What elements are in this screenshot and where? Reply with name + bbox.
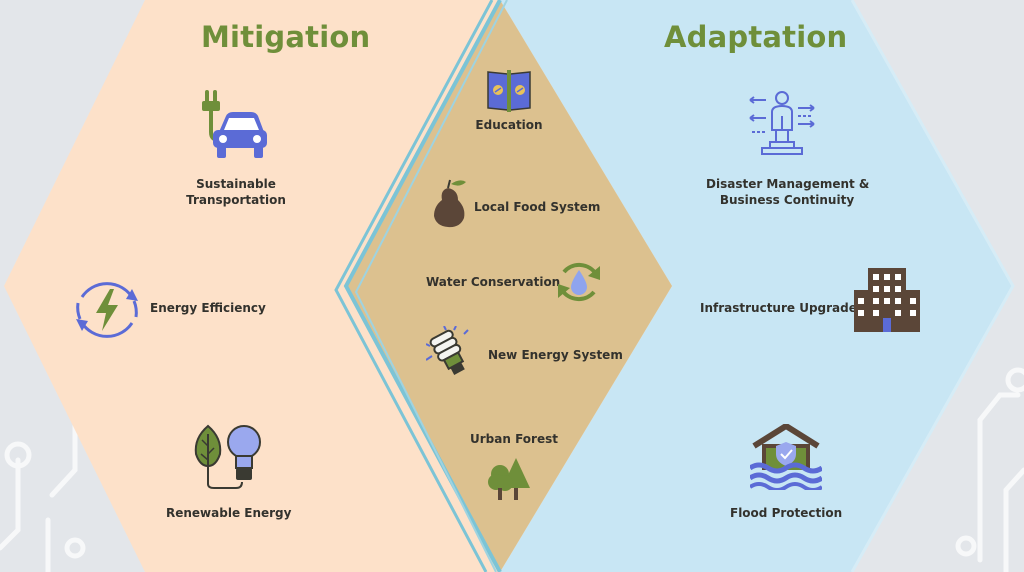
water-conservation-label: Water Conservation	[426, 275, 561, 289]
adaptation-edge	[850, 0, 1015, 572]
infrastructure-upgrade-label: Infrastructure Upgrade	[700, 301, 857, 315]
electric-car-icon	[202, 90, 267, 158]
overlap-outline-3	[354, 0, 508, 572]
energy-efficiency-label: Energy Efficiency	[150, 301, 266, 315]
renewable-energy-label: Renewable Energy	[166, 506, 292, 520]
overlap-diamond	[346, 0, 672, 572]
leaf-bulb-icon	[194, 424, 261, 489]
pear-icon	[434, 179, 466, 228]
adaptation-title: Adaptation	[664, 20, 848, 54]
person-arrows-icon	[749, 91, 815, 155]
circuit-decoration-right	[955, 367, 1024, 572]
disaster-management-line2: Business Continuity	[719, 193, 855, 207]
urban-forest-label: Urban Forest	[470, 432, 558, 446]
flood-protection-label: Flood Protection	[730, 506, 843, 520]
disaster-management-label: Disaster Management & Business Continuit…	[706, 176, 870, 208]
disaster-management-line1: Disaster Management &	[706, 177, 870, 191]
mitigation-title: Mitigation	[201, 20, 371, 54]
cfl-bulb-icon	[426, 326, 469, 375]
education-label: Education	[475, 118, 543, 132]
flooded-house-icon	[750, 424, 822, 490]
water-recycle-icon	[558, 262, 600, 302]
book-icon	[487, 70, 531, 112]
sustainable-transportation-line2: Transportation	[186, 193, 286, 207]
sustainable-transportation-line1: Sustainable	[196, 177, 276, 191]
sustainable-transportation-label: Sustainable Transportation	[176, 176, 296, 208]
overlap-outline-2	[334, 0, 494, 572]
new-energy-system-label: New Energy System	[488, 348, 623, 362]
trees-icon	[488, 458, 530, 500]
local-food-system-label: Local Food System	[474, 200, 601, 214]
energy-cycle-icon	[76, 282, 138, 338]
building-icon	[854, 268, 920, 332]
